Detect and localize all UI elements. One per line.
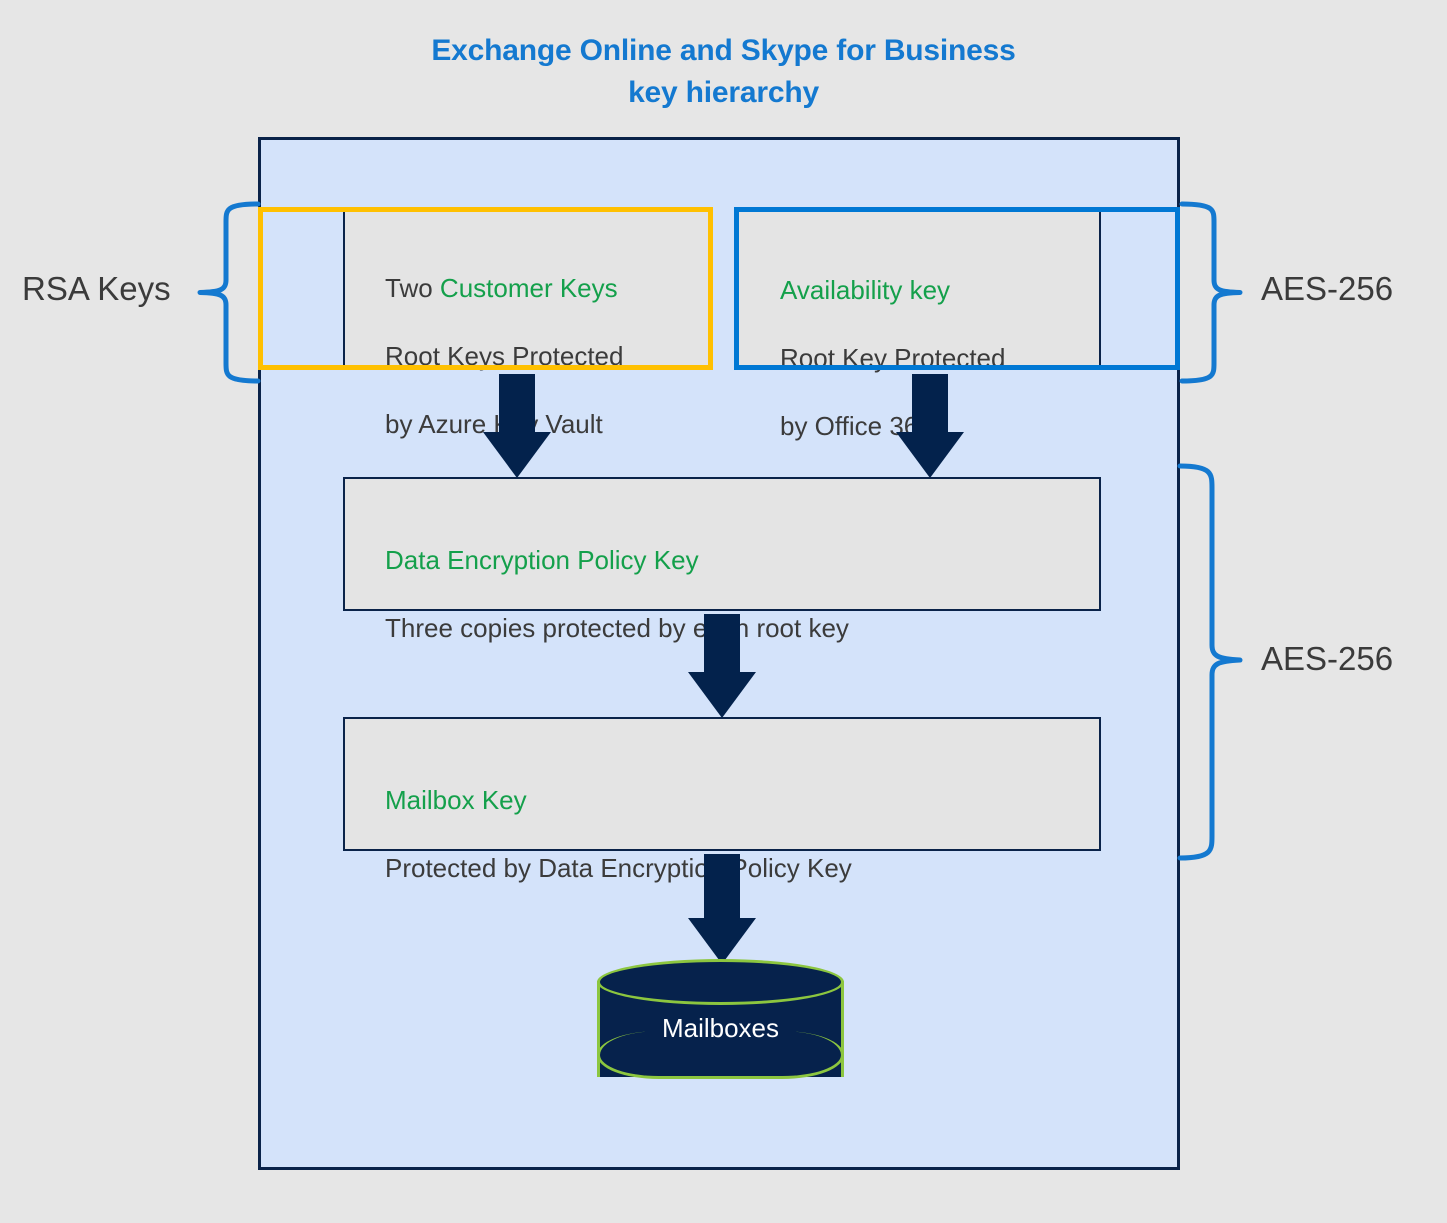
arrow-down-icon-mailboxkey-to-mailboxes: [688, 854, 756, 966]
diagram-title-line-2: key hierarchy: [628, 76, 819, 109]
arrow-head: [896, 432, 964, 478]
cylinder-top: [597, 959, 844, 1005]
customer-keys-box[interactable]: Two Customer Keys Root Keys Protected by…: [343, 207, 712, 439]
availability-key-box[interactable]: Availability key Root Key Protected by O…: [734, 207, 1101, 441]
arrow-down-icon-availability-to-depk: [896, 374, 964, 478]
arrow-head: [483, 432, 551, 478]
curly-brace-icon-aes-mid: [1177, 463, 1243, 861]
arrow-shaft: [704, 854, 740, 920]
customer-keys-heading: Customer Keys: [439, 273, 618, 303]
data-encryption-policy-key-heading: Data Encryption Policy Key: [385, 545, 699, 575]
mailbox-key-heading: Mailbox Key: [385, 785, 527, 815]
diagram-title: Exchange Online and Skype for Business k…: [0, 30, 1447, 114]
availability-key-text: Availability key Root Key Protected by O…: [780, 239, 1005, 477]
customer-keys-prefix: Two: [385, 273, 440, 303]
curly-brace-icon-rsa: [197, 201, 261, 384]
arrow-shaft: [912, 374, 948, 434]
arrow-down-icon-customer-to-depk: [483, 374, 551, 478]
curly-brace-icon-aes-top: [1179, 201, 1243, 384]
mailbox-key-box[interactable]: Mailbox Key Protected by Data Encryption…: [343, 717, 1101, 883]
database-cylinder-icon-mailboxes[interactable]: Mailboxes: [597, 959, 844, 1099]
arrow-down-icon-depk-to-mailboxkey: [688, 614, 756, 718]
aes-256-mid-label: AES-256: [1261, 640, 1394, 677]
rsa-keys-label: RSA Keys: [22, 270, 171, 307]
mailbox-key-text: Mailbox Key Protected by Data Encryption…: [385, 749, 852, 919]
arrow-shaft: [704, 614, 740, 674]
aes-256-top-label: AES-256: [1261, 270, 1394, 307]
data-encryption-policy-key-text: Data Encryption Policy Key Three copies …: [385, 509, 849, 679]
cylinder-bottom: [597, 1031, 844, 1079]
availability-key-outline: [734, 207, 1180, 370]
arrow-head: [688, 918, 756, 964]
customer-keys-outline: [258, 207, 713, 370]
mailboxes-label: Mailboxes: [661, 1013, 780, 1043]
data-encryption-policy-key-line2: Three copies protected by each root key: [385, 613, 849, 643]
mailbox-key-line2: Protected by Data Encryption Policy Key: [385, 853, 852, 883]
availability-key-line3: by Office 365: [780, 411, 933, 441]
arrow-head: [688, 672, 756, 718]
arrow-shaft: [499, 374, 535, 434]
diagram-title-line-1: Exchange Online and Skype for Business: [431, 34, 1016, 67]
data-encryption-policy-key-box[interactable]: Data Encryption Policy Key Three copies …: [343, 477, 1101, 643]
availability-key-heading: Availability key: [780, 275, 951, 305]
